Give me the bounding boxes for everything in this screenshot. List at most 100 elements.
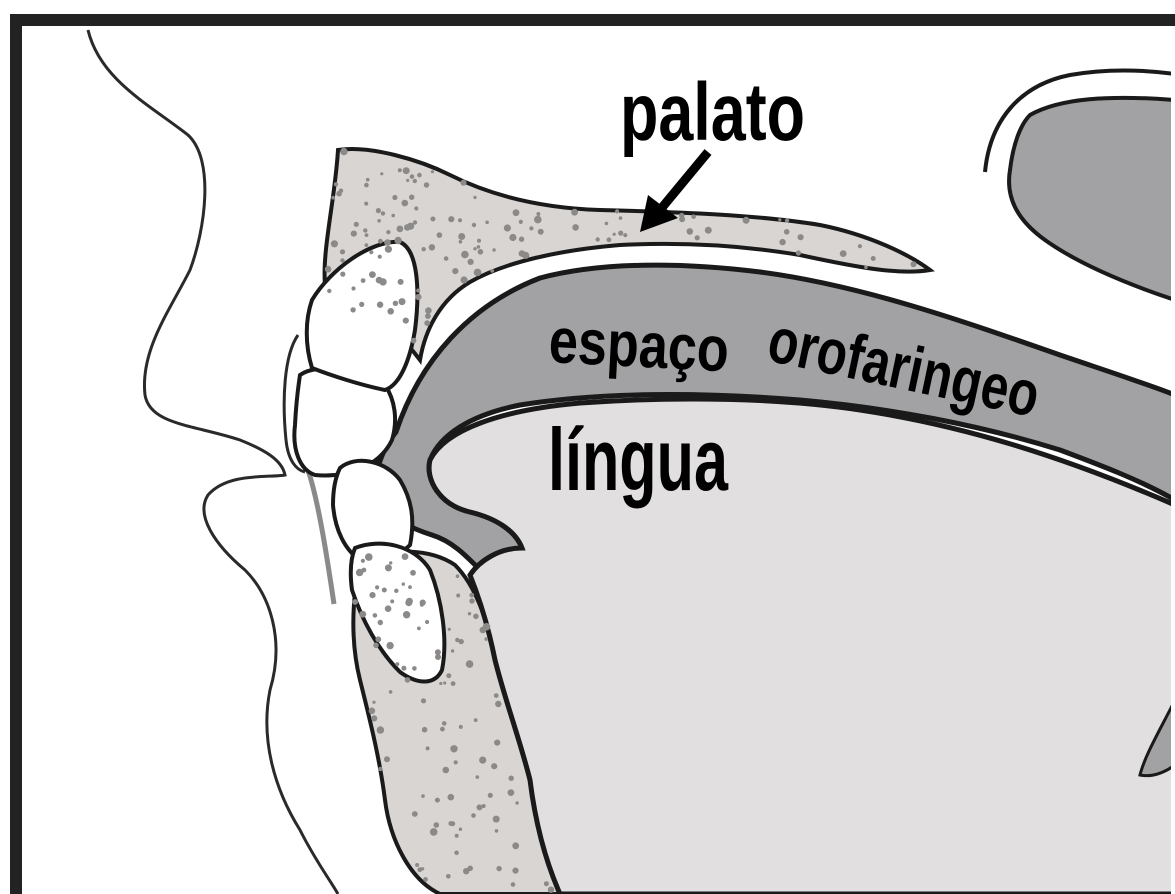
bone-dot bbox=[430, 217, 435, 222]
bone-dot bbox=[864, 265, 868, 269]
bone-dot bbox=[385, 246, 392, 253]
bone-dot bbox=[386, 230, 390, 234]
bone-dot bbox=[472, 223, 476, 227]
bone-dot bbox=[515, 801, 518, 804]
bone-dot bbox=[779, 239, 785, 245]
bone-dot bbox=[468, 612, 471, 615]
bone-dot bbox=[327, 289, 331, 293]
bone-dot bbox=[473, 247, 476, 250]
bone-dot bbox=[375, 636, 381, 642]
bone-dot bbox=[519, 220, 523, 224]
bone-dot bbox=[538, 229, 544, 235]
bone-dot bbox=[416, 289, 420, 293]
bone-dot bbox=[398, 168, 402, 172]
bone-dot bbox=[413, 220, 417, 224]
bone-dot bbox=[458, 233, 465, 240]
bone-dot bbox=[512, 842, 519, 849]
bone-dot bbox=[354, 222, 359, 227]
bone-dot bbox=[679, 213, 684, 218]
bone-dot bbox=[466, 660, 474, 668]
bone-dot bbox=[376, 277, 383, 284]
bone-dot bbox=[448, 821, 453, 826]
bone-dot bbox=[443, 681, 446, 684]
bone-dot bbox=[798, 234, 804, 240]
bone-dot bbox=[778, 218, 781, 221]
bone-dot bbox=[387, 308, 394, 315]
bone-dot bbox=[513, 209, 520, 216]
bone-dot bbox=[840, 250, 847, 257]
bone-dot bbox=[529, 226, 533, 230]
bone-dot bbox=[406, 598, 413, 605]
bone-dot bbox=[705, 227, 712, 234]
bone-dot bbox=[366, 178, 370, 182]
bone-dot bbox=[422, 727, 428, 733]
bone-dot bbox=[421, 794, 425, 798]
bone-dot bbox=[392, 195, 397, 200]
bone-dot bbox=[425, 313, 431, 319]
bone-dot bbox=[361, 278, 366, 283]
bone-dot bbox=[423, 877, 428, 882]
bone-dot bbox=[369, 271, 376, 278]
bone-dot bbox=[571, 209, 578, 216]
bone-dot bbox=[480, 627, 487, 634]
bone-dot bbox=[468, 259, 474, 265]
bone-dot bbox=[393, 301, 398, 306]
bone-dot bbox=[450, 745, 457, 752]
bone-dot bbox=[399, 298, 406, 305]
bone-dot bbox=[401, 666, 406, 671]
label-palato: palato bbox=[620, 67, 805, 158]
bone-dot bbox=[484, 637, 488, 641]
bone-dot bbox=[477, 804, 483, 810]
bone-dot bbox=[352, 599, 358, 605]
bone-dot bbox=[496, 866, 501, 871]
bone-dot bbox=[494, 740, 500, 746]
bone-dot bbox=[412, 666, 417, 671]
bone-dot bbox=[394, 237, 401, 244]
bone-dot bbox=[404, 224, 411, 231]
bone-dot bbox=[785, 218, 789, 222]
bone-dot bbox=[495, 701, 501, 707]
bone-dot bbox=[415, 294, 421, 300]
bone-dot bbox=[378, 620, 383, 625]
bone-dot bbox=[477, 239, 481, 243]
bone-dot bbox=[417, 627, 421, 631]
bone-dot bbox=[455, 834, 459, 838]
bone-dot bbox=[469, 593, 474, 598]
bone-dot bbox=[410, 570, 416, 576]
bone-dot bbox=[378, 255, 382, 259]
bone-dot bbox=[687, 228, 694, 235]
bone-dot bbox=[463, 868, 469, 874]
bone-dot bbox=[371, 715, 377, 721]
bone-dot bbox=[351, 231, 357, 237]
bone-dot bbox=[429, 244, 435, 250]
bone-dot bbox=[403, 167, 410, 174]
bone-dot bbox=[469, 598, 474, 603]
bone-dot bbox=[460, 180, 466, 186]
bone-dot bbox=[422, 247, 426, 251]
bone-dot bbox=[478, 249, 484, 255]
bone-dot bbox=[331, 240, 338, 247]
bone-dot bbox=[454, 851, 459, 856]
bone-dot bbox=[365, 233, 369, 237]
bone-dot bbox=[476, 775, 480, 779]
bone-dot bbox=[618, 231, 623, 236]
bone-dot bbox=[459, 828, 462, 831]
bone-dot bbox=[424, 182, 429, 187]
bone-dot bbox=[613, 233, 616, 236]
bone-dot bbox=[375, 585, 379, 589]
bone-dot bbox=[340, 148, 347, 155]
bone-dot bbox=[448, 216, 454, 222]
bone-dot bbox=[511, 882, 516, 887]
bone-dot bbox=[490, 269, 494, 273]
bone-dot bbox=[458, 218, 462, 222]
bone-dot bbox=[435, 654, 441, 660]
bone-dot bbox=[425, 620, 429, 624]
bone-dot bbox=[446, 673, 451, 678]
bone-dot bbox=[408, 585, 412, 589]
bone-dot bbox=[377, 219, 381, 223]
bone-dot bbox=[426, 746, 430, 750]
bone-dot bbox=[377, 302, 383, 308]
bone-dot bbox=[406, 179, 409, 182]
bone-dot bbox=[413, 179, 417, 183]
bone-dot bbox=[365, 553, 373, 561]
